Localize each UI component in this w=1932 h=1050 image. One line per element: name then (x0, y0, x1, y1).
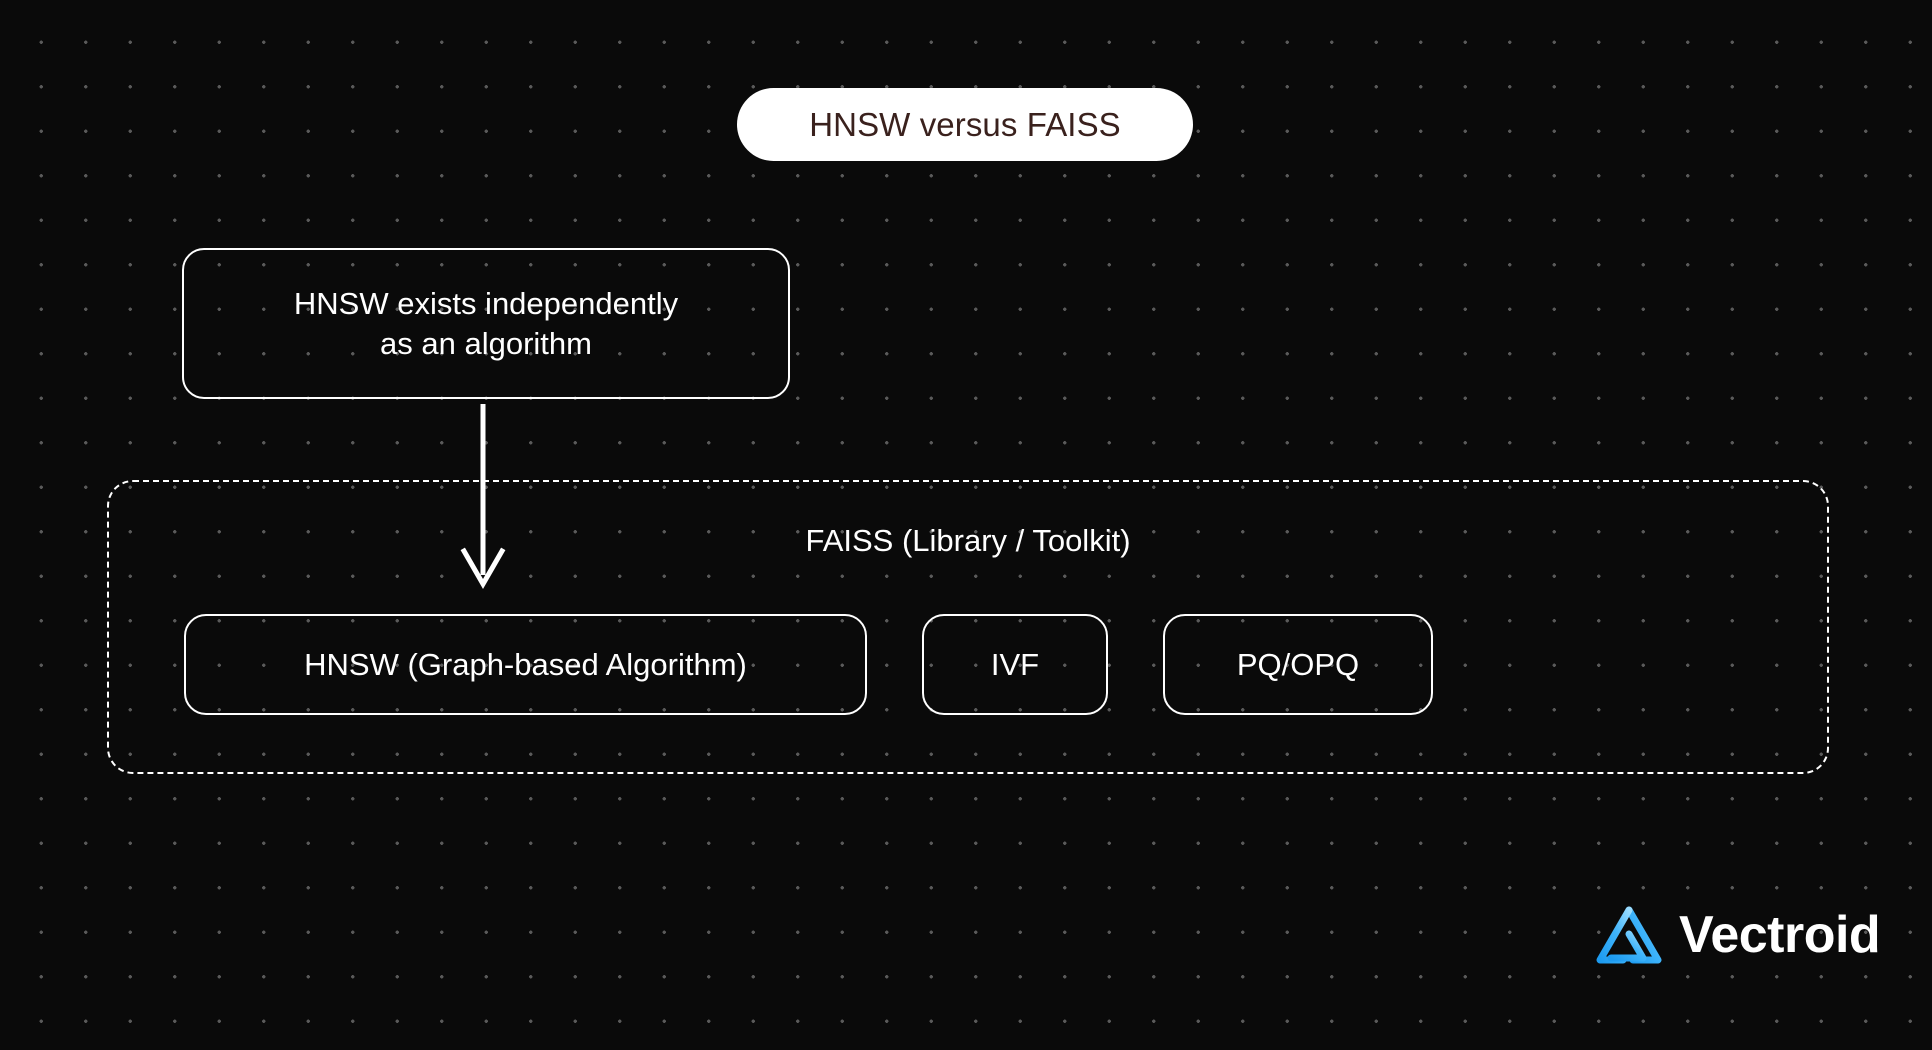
brand-name-text: Vectroid (1679, 906, 1881, 964)
node-pq-opq: PQ/OPQ (1163, 614, 1433, 715)
faiss-group-container: FAISS (Library / Toolkit) HNSW (Graph-ba… (107, 480, 1829, 774)
faiss-group-title: FAISS (Library / Toolkit) (805, 523, 1131, 558)
node-ivf: IVF (922, 614, 1108, 715)
node-pq-opq-label: PQ/OPQ (1236, 647, 1360, 682)
vectroid-triangle-icon (1596, 906, 1662, 964)
node-ivf-label: IVF (990, 647, 1040, 682)
node-hnsw-graph-based: HNSW (Graph-based Algorithm) (184, 614, 867, 715)
node-hnsw-graph-based-label: HNSW (Graph-based Algorithm) (304, 647, 747, 682)
diagram-title-pill: HNSW versus FAISS (737, 88, 1193, 161)
brand-watermark: Vectroid (1593, 898, 1881, 972)
diagram-title-text: HNSW versus FAISS (809, 106, 1121, 143)
node-hnsw-independent-label: HNSW exists independently as an algorith… (293, 286, 679, 361)
node-hnsw-independent: HNSW exists independently as an algorith… (182, 248, 790, 399)
faiss-children-row: HNSW (Graph-based Algorithm) IVF PQ/OPQ (184, 614, 1433, 715)
